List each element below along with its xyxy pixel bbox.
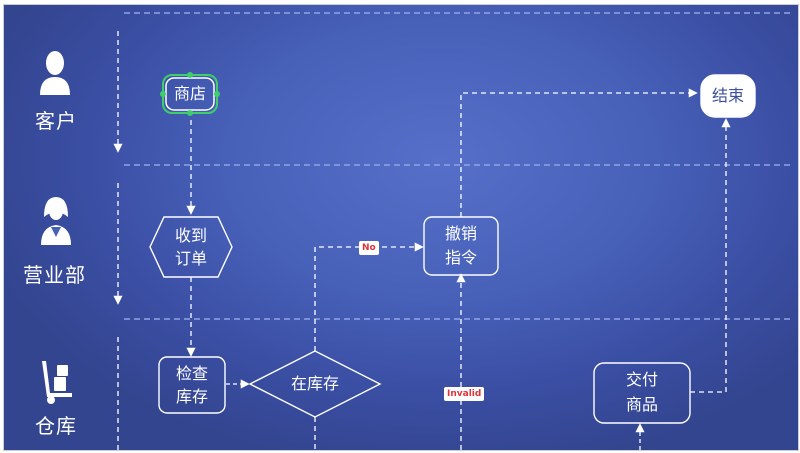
node-receive-label-1: 收到 [174,226,207,245]
edge-deliver-end [690,118,731,393]
node-cancel-label-2: 指令 [444,248,477,267]
edge-cancel-end [460,88,698,217]
node-cancel-label-1: 撤销 [444,224,477,243]
node-shop[interactable] [160,72,220,116]
node-shop-label: 商店 [173,84,206,103]
node-end-label: 结束 [711,86,744,105]
node-check-label-1: 检查 [175,364,208,383]
node-cancel-instruction[interactable] [423,216,499,276]
node-end[interactable] [700,74,756,118]
hand-truck-icon [42,361,72,404]
node-instock-label: 在库存 [290,374,339,393]
node-receive-label-2: 订单 [174,249,207,268]
swimlane-diagram: 客户 营业部 仓库 商店 收到 订单 检查 库存 在库存 撤销 指令 交付 商品… [3,4,799,451]
diagram-canvas [40,12,794,450]
edge-tag-no: No [359,241,379,255]
lane-label-customer: 客户 [35,109,77,133]
lane-label-sales: 营业部 [23,263,86,287]
node-check-label-2: 库存 [175,387,208,406]
lane-label-warehouse: 仓库 [35,414,77,438]
node-deliver-label-2: 商品 [625,395,658,414]
sales-agent-icon [41,197,71,245]
node-check-stock[interactable] [158,356,226,414]
edge-tag-invalid: Invalid [444,387,485,401]
customer-person-icon [40,51,70,95]
node-deliver-goods[interactable] [593,362,691,424]
node-deliver-label-1: 交付 [625,370,658,389]
node-receive-order[interactable] [149,216,233,278]
edge-instock-cancel [314,242,424,351]
node-in-stock[interactable] [248,350,382,418]
